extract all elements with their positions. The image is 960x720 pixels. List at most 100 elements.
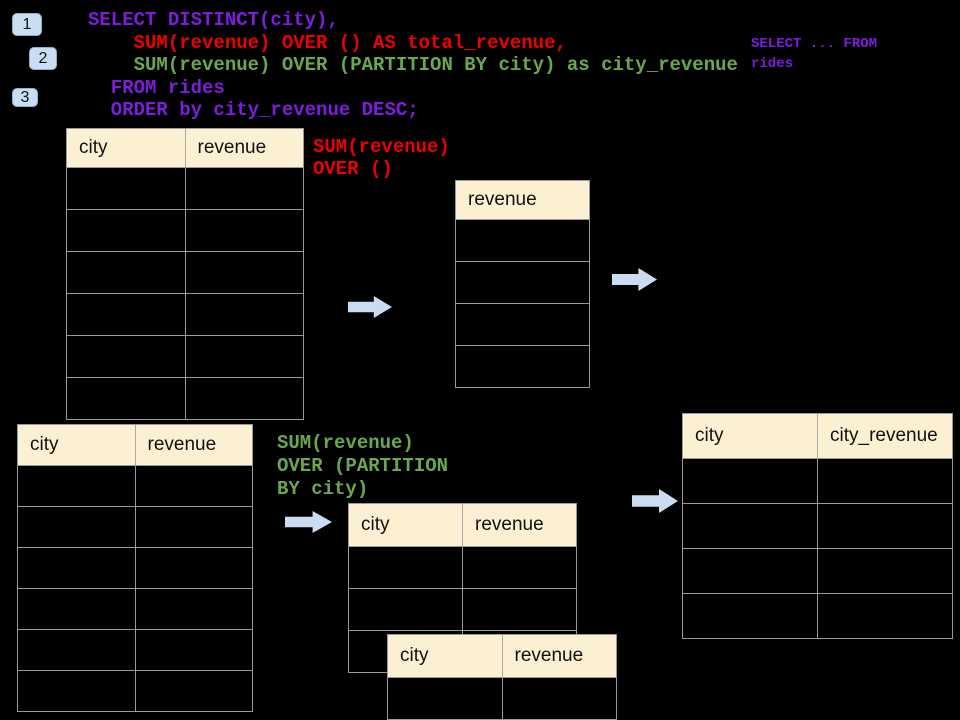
table-cell [456, 262, 589, 303]
table-cell [184, 210, 304, 251]
table-cell [18, 507, 135, 547]
table-cell [456, 220, 589, 261]
table-cell [67, 294, 185, 335]
table-header-cell: city_revenue [817, 414, 952, 458]
table-cell [67, 210, 185, 251]
table-cell [18, 466, 135, 506]
flow-arrow-bottom-left [285, 511, 332, 533]
table-cell [134, 630, 253, 670]
table-row [18, 465, 252, 506]
table-cell [817, 504, 952, 548]
text-line: SELECT ... FROM [751, 36, 878, 52]
table-row [18, 670, 252, 711]
table-row [67, 167, 303, 209]
table-row [388, 677, 616, 719]
table-cell [134, 589, 253, 629]
side-note-select-from-rides: SELECT ... FROM rides [751, 34, 877, 74]
table-header-cell: city [400, 645, 429, 666]
table-row [456, 219, 589, 261]
table-header-cell: city [361, 514, 390, 535]
table-header-row: city city_revenue [683, 414, 952, 458]
table-row [456, 303, 589, 345]
table-row [349, 588, 576, 630]
table-cell [134, 671, 253, 711]
text-line: BY city) [277, 478, 369, 500]
table-header-cell: revenue [184, 129, 304, 167]
table-partition-step: city revenue [348, 503, 577, 673]
table-cell [67, 336, 185, 377]
table-cell [817, 594, 952, 638]
flow-arrow-bottom-right [632, 489, 678, 513]
table-source-top: city revenue [66, 128, 304, 420]
text-line: rides [751, 56, 794, 72]
table-cell [134, 466, 253, 506]
text-line: OVER () [313, 158, 393, 180]
table-row [683, 593, 952, 638]
sql-code-line: FROM rides [88, 76, 225, 99]
table-row [67, 377, 303, 419]
table-header-cell: revenue [501, 635, 617, 677]
table-row [683, 548, 952, 593]
table-source-bottom: city revenue [17, 424, 253, 712]
table-cell [388, 678, 502, 719]
table-header-cell: revenue [462, 504, 576, 546]
text-line: OVER (PARTITION [277, 455, 449, 477]
table-cell [817, 459, 952, 503]
table-cell [683, 504, 817, 548]
table-cell [349, 547, 462, 588]
table-cell [501, 678, 617, 719]
table-row [67, 293, 303, 335]
table-cell [462, 547, 576, 588]
table-cell [456, 346, 589, 387]
step-badge-3: 3 [12, 88, 38, 107]
table-row [18, 588, 252, 629]
table-cell [184, 336, 304, 377]
table-row [67, 209, 303, 251]
table-city-revenue-result: city city_revenue [682, 413, 953, 639]
table-header-cell: revenue [134, 425, 253, 465]
step-badge-1: 1 [12, 13, 42, 36]
table-cell [134, 548, 253, 588]
table-cell [18, 548, 135, 588]
table-cell [18, 589, 135, 629]
flow-arrow-top-left [348, 296, 392, 318]
table-row [683, 458, 952, 503]
text-line: SUM(revenue) [277, 432, 414, 454]
table-cell [18, 671, 135, 711]
sql-code-line: SELECT DISTINCT(city), [88, 9, 339, 31]
table-partition-overlay: city revenue [387, 634, 617, 720]
table-header-cell: city [30, 434, 59, 455]
table-row [67, 335, 303, 377]
flow-arrow-top-right [612, 268, 657, 291]
table-cell [67, 252, 185, 293]
sql-code-block: SELECT DISTINCT(city), SUM(revenue) OVER… [88, 9, 738, 122]
table-cell [683, 459, 817, 503]
label-sum-over-empty: SUM(revenue)OVER () [313, 136, 450, 180]
table-row [18, 629, 252, 670]
table-row [67, 251, 303, 293]
table-row [349, 546, 576, 588]
text-line: SUM(revenue) [313, 136, 450, 158]
table-row [456, 261, 589, 303]
table-header-row: city revenue [67, 129, 303, 167]
table-cell [184, 168, 304, 209]
table-header-cell: city [79, 137, 108, 158]
table-row [18, 506, 252, 547]
table-cell [18, 630, 135, 670]
table-cell [683, 549, 817, 593]
table-cell [817, 549, 952, 593]
table-row [18, 547, 252, 588]
table-cell [683, 594, 817, 638]
table-cell [462, 589, 576, 630]
table-header-cell: city [695, 425, 724, 446]
table-cell [184, 294, 304, 335]
table-row [683, 503, 952, 548]
table-cell [67, 378, 185, 419]
table-header-row: revenue [456, 181, 589, 219]
sql-code-line: SUM(revenue) OVER () AS total_revenue, [88, 31, 567, 54]
table-total-revenue-result: revenue [455, 180, 590, 388]
table-cell [67, 168, 185, 209]
table-cell [184, 378, 304, 419]
